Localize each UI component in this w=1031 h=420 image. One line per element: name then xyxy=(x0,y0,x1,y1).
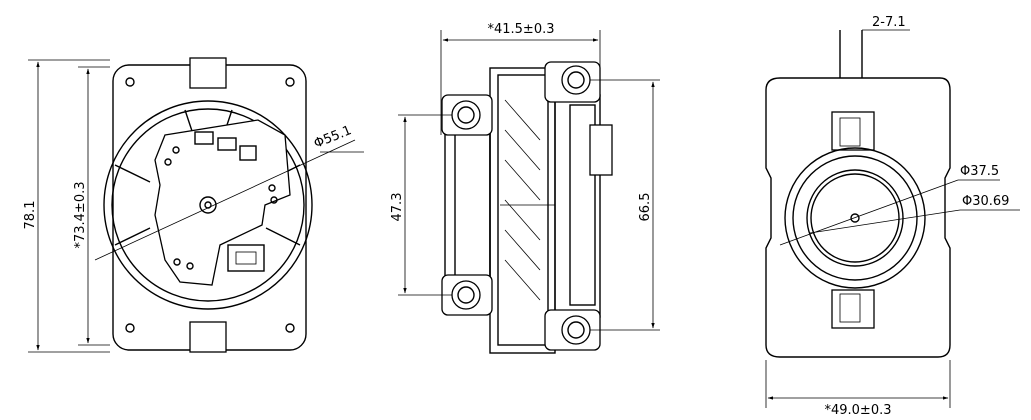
side-front-cap xyxy=(444,117,491,287)
mount-hole-br xyxy=(285,323,295,333)
ic-2 xyxy=(217,137,237,151)
side-view: *41.5±0.3 xyxy=(390,22,660,354)
side-body xyxy=(489,67,556,354)
boss-bottom-right xyxy=(544,309,601,351)
dia-inner-label: Φ30.69 xyxy=(962,194,1009,209)
width-bottom-label: *49.0±0.3 xyxy=(824,403,891,418)
rear-view: 2-7.1 Φ37.5 Φ30.69 *49.0±0.3 xyxy=(765,15,1020,418)
pcb-board xyxy=(154,119,291,286)
height-mount-label: *73.4±0.3 xyxy=(73,181,88,248)
mount-hole-tr xyxy=(285,77,295,87)
ic-3 xyxy=(239,145,257,161)
ring-outer xyxy=(784,147,926,289)
hub xyxy=(199,196,217,214)
connector xyxy=(227,244,265,272)
dia-fan-label: Φ55.1 xyxy=(312,123,354,152)
rear-center xyxy=(850,213,860,223)
dia-inner-leader xyxy=(809,209,961,234)
front-view: Φ55.1 78.1 *73.4±0.3 xyxy=(23,57,364,353)
width-side-label: *41.5±0.3 xyxy=(487,22,554,37)
mount-hole-tl xyxy=(125,77,135,87)
ic-1 xyxy=(194,131,214,145)
front-top-tab xyxy=(189,57,227,89)
hole-right-label: 66.5 xyxy=(638,193,653,222)
dia-outer-label: Φ37.5 xyxy=(960,164,999,179)
fan-ring-inner xyxy=(111,108,305,302)
front-bottom-tab xyxy=(189,321,227,353)
hole-left-label: 47.3 xyxy=(390,193,405,222)
hole-spec-label: 2-7.1 xyxy=(872,15,906,30)
boss-top-right xyxy=(544,61,601,103)
side-connector xyxy=(589,124,613,176)
height-total-label: 78.1 xyxy=(23,201,38,230)
dia-outer-leader xyxy=(779,179,959,246)
rear-housing xyxy=(765,77,951,358)
ring-inner xyxy=(806,169,904,267)
fan-ring-outer xyxy=(103,100,313,310)
mount-hole-bl xyxy=(125,323,135,333)
dia-fan-leader xyxy=(94,139,356,261)
